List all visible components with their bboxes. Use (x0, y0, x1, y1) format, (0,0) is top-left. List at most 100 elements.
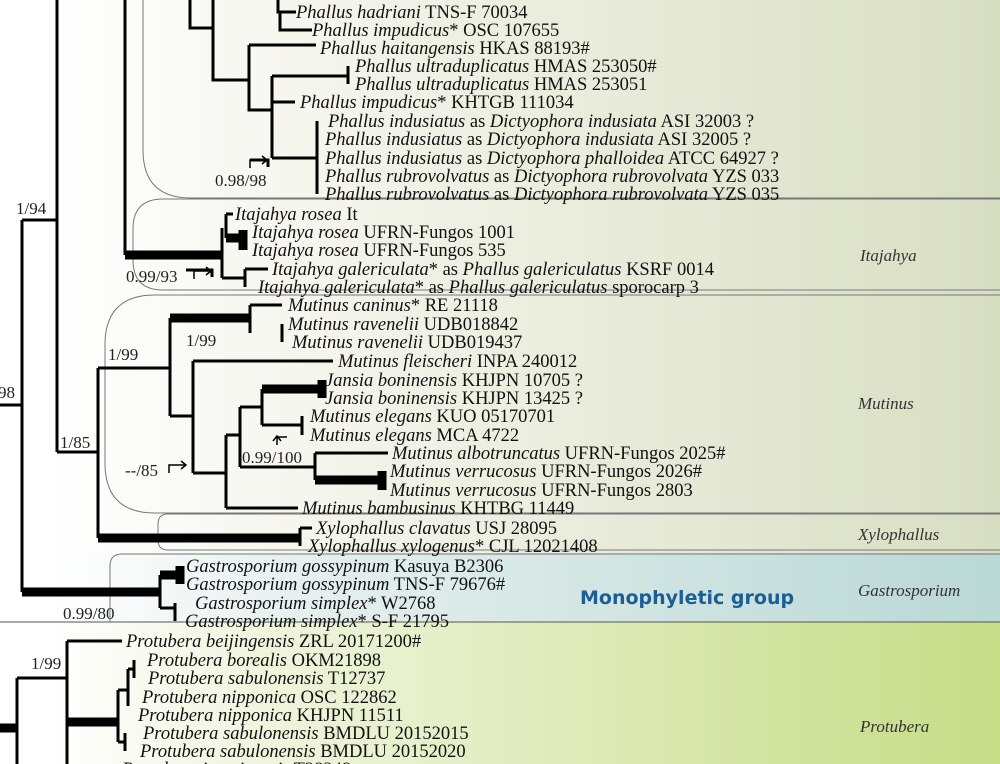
taxon-label: Phallus impudicus* OSC 107655 (311, 21, 559, 41)
taxon-label: Protubera sabulonensis T12737 (147, 669, 385, 689)
voucher-text: UDB019437 (423, 333, 522, 353)
taxon-name: Protubera sabulonensis (147, 669, 324, 689)
taxon-label: Mutinus fleischeri INPA 240012 (337, 352, 577, 372)
clade-box-phallus (142, 0, 1000, 199)
voucher-text: as (462, 149, 487, 169)
taxon-name: Jansia boninensis (325, 389, 457, 409)
taxon-label: Phallus ultraduplicatus HMAS 253050# (354, 57, 657, 77)
support-value: 1/99 (186, 331, 216, 350)
taxon-label: Jansia boninensis KHJPN 10705 ? (325, 371, 583, 391)
voucher-text: * OSC 107655 (449, 21, 559, 41)
voucher-text: * S-F 21795 (358, 612, 450, 632)
voucher-text: * KHTGB 111034 (437, 93, 573, 113)
taxon-name: Itajahya rosea (234, 205, 342, 225)
taxon-label: Phallus indusiatus as Dictyophora phallo… (324, 149, 779, 169)
taxon-name: Mutinus caninus (287, 296, 411, 316)
taxon-name: Phallus rubrovolvatus (324, 167, 489, 187)
voucher-text: It (342, 205, 359, 225)
taxon-name: Jansia boninensis (325, 371, 457, 391)
voucher-text: sporocarp 3 (607, 278, 698, 298)
voucher-text: HKAS 88193# (475, 39, 590, 59)
taxon-name: Dictyophora indusiata (486, 130, 654, 150)
taxon-name: Protubera nipponica (137, 706, 292, 726)
taxon-label: Gastrosporium simplex* W2768 (195, 594, 436, 614)
voucher-text: * RE 21118 (411, 296, 498, 316)
voucher-text: KHJPN 10705 ? (457, 371, 583, 391)
voucher-text: ASI 32005 ? (654, 130, 751, 150)
taxon-name: Xylophallus clavatus (315, 519, 471, 539)
clade-label-mutinus: Mutinus (857, 394, 914, 413)
taxon-label: Mutinus verrucosus UFRN-Fungos 2803 (389, 481, 693, 501)
support-value: --/85 (125, 461, 158, 480)
taxon-name: Phallus hadriani (295, 3, 421, 23)
voucher-text: Kasuya B2306 (389, 557, 503, 577)
support-value: 1/85 (60, 433, 90, 452)
voucher-text: KHJPN 11511 (292, 706, 404, 726)
taxon-label: Itajahya rosea UFRN-Fungos 535 (251, 241, 506, 261)
monophyletic-group-annotation: Monophyletic group (580, 587, 794, 609)
arrow-icon (249, 155, 269, 168)
support-value: 0.99/80 (63, 604, 114, 623)
taxon-name: Protubera sabulonensis (142, 724, 319, 744)
taxon-label: Xylophallus clavatus USJ 28095 (315, 519, 557, 539)
taxon-name: Gastrosporium simplex (185, 612, 358, 632)
support-value: 98 (0, 383, 15, 402)
taxon-name: Phallus rubrovolvatus (324, 185, 489, 205)
taxon-label: Phallus hadriani TNS-F 70034 (295, 3, 527, 23)
taxon-name: Phallus galericulatus (462, 260, 622, 280)
clade-box-itajahya (132, 198, 1000, 291)
clade-label-xylophallus: Xylophallus (857, 525, 940, 544)
voucher-text: BMDLU 20152015 (319, 724, 469, 744)
voucher-text: T12737 (324, 669, 386, 689)
voucher-text: UFRN-Fungos 2025# (560, 444, 726, 464)
taxon-label: Phallus impudicus* KHTGB 111034 (299, 93, 574, 113)
voucher-text: * as (429, 260, 463, 280)
voucher-text: as (489, 185, 514, 205)
taxon-label: Gastrosporium gossypinum Kasuya B2306 (186, 557, 503, 577)
voucher-text: UFRN-Fungos 535 (359, 241, 506, 261)
support-value: 1/99 (31, 654, 61, 673)
taxon-name: Protubera beijingensis (125, 632, 294, 652)
voucher-text: KUO 05170701 (432, 407, 555, 427)
voucher-text: OKM21898 (287, 651, 381, 671)
taxon-label: Protubera nipponica OSC 122862 (141, 688, 397, 708)
voucher-text: as (462, 130, 487, 150)
taxon-label: Mutinus elegans KUO 05170701 (309, 407, 555, 427)
taxon-label: Xylophallus xylogenus* CJL 12021408 (307, 537, 598, 557)
arrow-icon (272, 434, 287, 445)
voucher-text: as (489, 167, 514, 187)
clade-label-gastrosporium: Gastrosporium (858, 581, 960, 600)
taxon-label: Protubera sabulonensis BMDLU 20152015 (142, 724, 469, 744)
voucher-text: USJ 28095 (471, 519, 557, 539)
taxon-label: Phallus rubrovolvatus as Dictyophora rub… (324, 185, 779, 205)
clade-label-itajahya: Itajahya (859, 246, 917, 265)
arrow-icon (193, 266, 213, 279)
taxon-name: Mutinus ravenelii (291, 333, 423, 353)
taxon-label: Protubera beijingensis ZRL 20171200# (125, 632, 421, 652)
voucher-text: MCA 4722 (432, 426, 519, 446)
voucher-text: KHTBG 11449 (456, 499, 575, 519)
voucher-text: INPA 240012 (472, 352, 577, 372)
voucher-text: HMAS 253050# (529, 57, 656, 77)
taxon-label: Mutinus albotruncatus UFRN-Fungos 2025# (391, 444, 726, 464)
taxon-name: Phallus indusiatus (324, 149, 462, 169)
taxon-label: Mutinus verrucosus UFRN-Fungos 2026# (389, 462, 702, 482)
taxon-name: Phallus indusiatus (324, 130, 462, 150)
gastrosporium-band (0, 553, 1000, 622)
taxon-name: Phallus galericulatus (448, 278, 608, 298)
taxon-name: Gastrosporium gossypinum (186, 575, 389, 595)
taxon-name: Mutinus verrucosus (389, 481, 536, 501)
voucher-text: YZS 033 (708, 167, 779, 187)
tree-branches (0, 0, 388, 764)
voucher-text: ATCC 64927 ? (664, 149, 779, 169)
taxon-label: Protubera jamaicensis T28248 (121, 760, 351, 764)
taxon-name: Phallus impudicus (299, 93, 437, 113)
voucher-text: as (465, 112, 490, 132)
taxon-name: Mutinus verrucosus (389, 462, 536, 482)
taxon-name: Dictyophora phalloidea (486, 149, 664, 169)
taxon-label: Itajahya galericulata* as Phallus galeri… (257, 278, 699, 298)
taxon-label: Mutinus elegans MCA 4722 (309, 426, 519, 446)
taxon-name: Dictyophora rubrovolvata (513, 167, 708, 187)
taxon-label: Protubera sabulonensis BMDLU 20152020 (139, 742, 466, 762)
